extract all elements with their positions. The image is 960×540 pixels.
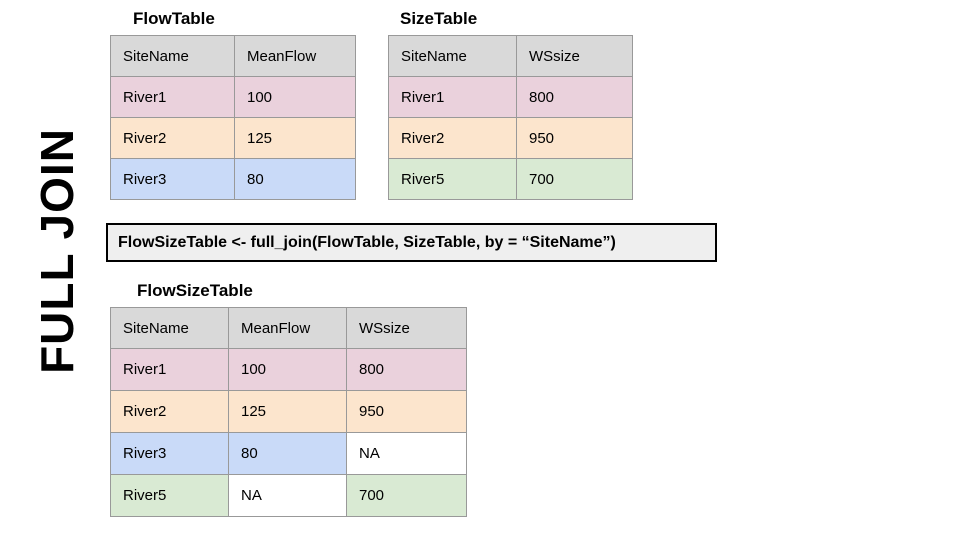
- column-header: MeanFlow: [228, 307, 347, 349]
- column-header: SiteName: [388, 35, 517, 77]
- table-cell: River3: [110, 432, 229, 475]
- table-cell: 950: [346, 390, 467, 433]
- code-box: FlowSizeTable <- full_join(FlowTable, Si…: [106, 223, 717, 262]
- table-cell: 800: [516, 76, 633, 118]
- table-cell: 700: [346, 474, 467, 517]
- table-row: River3 80 NA: [110, 432, 467, 475]
- table-cell: 125: [228, 390, 347, 433]
- table-row: River2 125: [110, 117, 356, 159]
- flow-table-title: FlowTable: [133, 9, 215, 28]
- column-header: MeanFlow: [234, 35, 356, 77]
- table-cell: 950: [516, 117, 633, 159]
- code-text: FlowSizeTable <- full_join(FlowTable, Si…: [118, 233, 616, 251]
- result-table-header-row: SiteName MeanFlow WSsize: [110, 307, 467, 349]
- column-header: SiteName: [110, 35, 235, 77]
- table-cell: River1: [388, 76, 517, 118]
- column-header: WSsize: [346, 307, 467, 349]
- table-cell: 80: [234, 158, 356, 200]
- table-cell: River5: [388, 158, 517, 200]
- table-cell: 80: [228, 432, 347, 475]
- table-cell: River1: [110, 348, 229, 391]
- table-cell: River3: [110, 158, 235, 200]
- table-cell: River5: [110, 474, 229, 517]
- table-cell: 700: [516, 158, 633, 200]
- table-cell: River1: [110, 76, 235, 118]
- flow-table: SiteName MeanFlow River1 100 River2 125 …: [110, 35, 356, 200]
- table-row: River5 700: [388, 158, 633, 200]
- size-table: SiteName WSsize River1 800 River2 950 Ri…: [388, 35, 633, 200]
- column-header: WSsize: [516, 35, 633, 77]
- table-row: River3 80: [110, 158, 356, 200]
- table-row: River1 800: [388, 76, 633, 118]
- full-join-label-text: FULL JOIN: [31, 128, 83, 374]
- table-row: River1 100: [110, 76, 356, 118]
- table-cell: 100: [228, 348, 347, 391]
- table-row: River2 125 950: [110, 390, 467, 433]
- table-cell: 100: [234, 76, 356, 118]
- size-table-title: SizeTable: [400, 9, 478, 28]
- table-cell: River2: [388, 117, 517, 159]
- table-row: River5 NA 700: [110, 474, 467, 517]
- table-cell: River2: [110, 117, 235, 159]
- table-cell-na: NA: [228, 474, 347, 517]
- table-cell: 800: [346, 348, 467, 391]
- result-table-title: FlowSizeTable: [137, 281, 253, 300]
- table-row: River1 100 800: [110, 348, 467, 391]
- flow-table-header-row: SiteName MeanFlow: [110, 35, 356, 77]
- table-cell: River2: [110, 390, 229, 433]
- table-row: River2 950: [388, 117, 633, 159]
- table-cell-na: NA: [346, 432, 467, 475]
- size-table-header-row: SiteName WSsize: [388, 35, 633, 77]
- column-header: SiteName: [110, 307, 229, 349]
- result-table: SiteName MeanFlow WSsize River1 100 800 …: [110, 307, 467, 517]
- table-cell: 125: [234, 117, 356, 159]
